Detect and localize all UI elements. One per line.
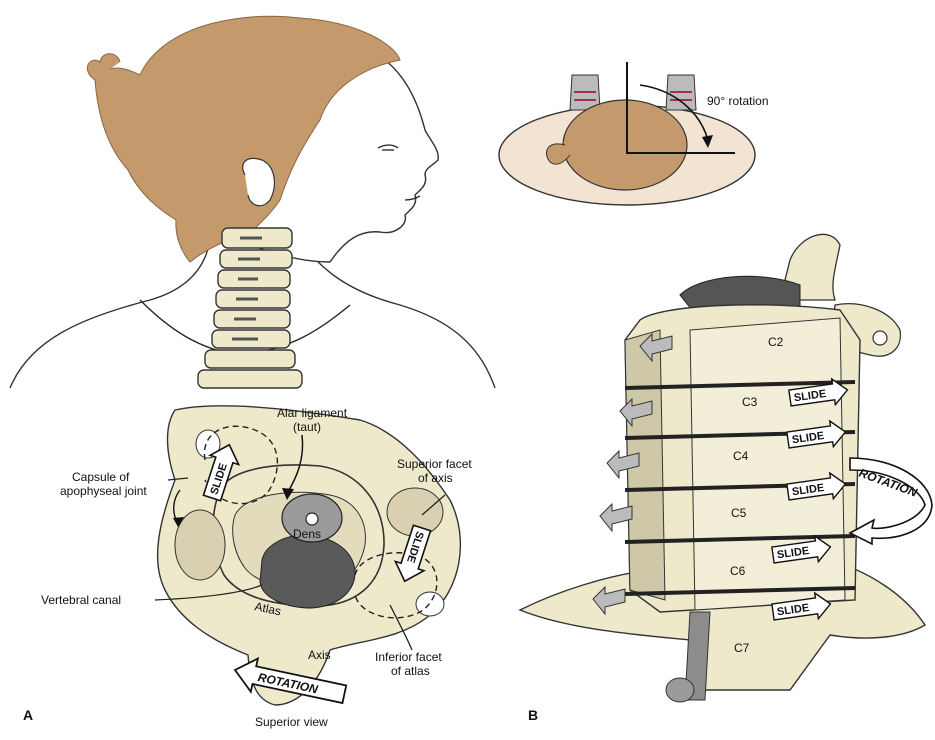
superior-facet-label-2: of axis <box>418 471 453 485</box>
superior-facet-label-1: Superior facet <box>397 457 472 471</box>
capsule-label-2: apophyseal joint <box>60 484 147 498</box>
vertebra-label-c2: C2 <box>768 335 784 349</box>
inferior-facet-label-1: Inferior facet <box>375 650 442 664</box>
panel-letter-b: B <box>528 707 538 723</box>
vertebra-label-c3: C3 <box>742 395 758 409</box>
superior-view-illustration: SLIDE SLIDE ROTATION Alar ligament (taut… <box>23 406 472 729</box>
vertebra-label-c4: C4 <box>733 449 749 463</box>
capsule-label-1: Capsule of <box>72 470 130 484</box>
superior-view-label: Superior view <box>255 715 328 729</box>
axis-label: Axis <box>308 648 331 662</box>
alar-taut-label: (taut) <box>293 420 321 434</box>
alar-ligament-label: Alar ligament <box>277 406 348 420</box>
vertebra-label-c7: C7 <box>734 641 750 655</box>
top-view-illustration: 90° rotation <box>499 62 769 205</box>
panel-letter-a: A <box>23 707 33 723</box>
vertebra-label-c5: C5 <box>731 506 747 520</box>
head-illustration <box>10 16 495 388</box>
vertebral-canal-shape <box>260 535 355 608</box>
cervical-column-illustration: SLIDE SLIDE SLIDE SLIDE SLIDE ROTATION C… <box>520 234 932 723</box>
vertebra-label-c6: C6 <box>730 564 746 578</box>
rotation-degree-label: 90° rotation <box>707 94 769 108</box>
dens-label: Dens <box>293 527 321 541</box>
inferior-facet-label-2: of atlas <box>391 664 430 678</box>
vertebral-canal-label: Vertebral canal <box>41 593 121 607</box>
rotation-arrow-b: ROTATION <box>850 458 932 544</box>
